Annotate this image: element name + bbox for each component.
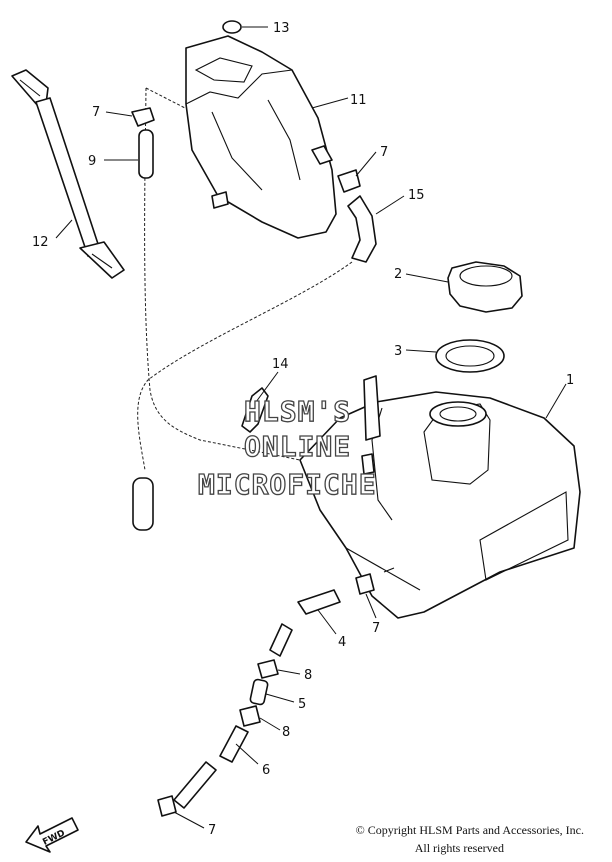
callout-7-bottom: 7 xyxy=(208,823,216,838)
callout-8-lower: 8 xyxy=(282,725,290,740)
callout-1: 1 xyxy=(566,373,574,388)
strap-part xyxy=(11,69,125,279)
callout-15: 15 xyxy=(408,188,425,203)
callout-5: 5 xyxy=(298,697,306,712)
routing-line-top xyxy=(145,87,186,109)
clamp-top-left-part xyxy=(131,107,155,127)
clamp-tank-outlet-part xyxy=(355,573,375,595)
callout-11: 11 xyxy=(350,93,367,108)
callout-3: 3 xyxy=(394,344,402,359)
fwd-arrow: FWD xyxy=(25,817,79,853)
clamp-bottom-part xyxy=(157,795,177,817)
callout-13: 13 xyxy=(273,21,290,36)
filler-cap-part xyxy=(447,261,523,313)
clamp-top-right-part xyxy=(337,169,361,193)
lower-hose-segment xyxy=(132,477,154,531)
fuel-filter-part xyxy=(249,678,269,706)
lower-fuel-hose-end-part xyxy=(173,761,217,809)
fuel-hose-lower-part xyxy=(269,623,293,657)
lower-fuel-hose-part xyxy=(219,725,249,763)
copyright-line-2: All rights reserved xyxy=(414,841,504,855)
callout-4: 4 xyxy=(338,635,346,650)
short-hose-part xyxy=(138,129,154,179)
clamp-lower-8-part xyxy=(239,705,261,727)
watermark-line-3: MICROFICHE xyxy=(198,468,377,501)
gasket-part xyxy=(435,339,505,373)
fuel-hose-part xyxy=(297,589,341,615)
clamp-upper-8-part xyxy=(257,659,279,679)
reservoir-tank-part xyxy=(185,35,337,239)
callout-9: 9 xyxy=(88,154,96,169)
callout-2: 2 xyxy=(394,267,402,282)
callout-7-top-left: 7 xyxy=(92,105,100,120)
callout-8-upper: 8 xyxy=(304,668,312,683)
callout-6: 6 xyxy=(262,763,270,778)
callout-7-top-right: 7 xyxy=(380,145,388,160)
elbow-hose-part xyxy=(347,195,377,263)
fuel-tank-part xyxy=(299,375,581,619)
copyright-line-1: © Copyright HLSM Parts and Accessories, … xyxy=(355,823,584,837)
callout-12: 12 xyxy=(32,235,49,250)
watermark: HLSM'S ONLINE MICROFICHE xyxy=(197,394,377,501)
reservoir-cap-part xyxy=(222,20,242,34)
leader-lines xyxy=(55,26,567,829)
watermark-line-2: ONLINE xyxy=(244,430,351,463)
watermark-line-1: HLSM'S xyxy=(244,395,351,428)
callout-7-tank: 7 xyxy=(372,621,380,636)
callout-14: 14 xyxy=(272,357,289,372)
clip-part xyxy=(241,387,269,433)
